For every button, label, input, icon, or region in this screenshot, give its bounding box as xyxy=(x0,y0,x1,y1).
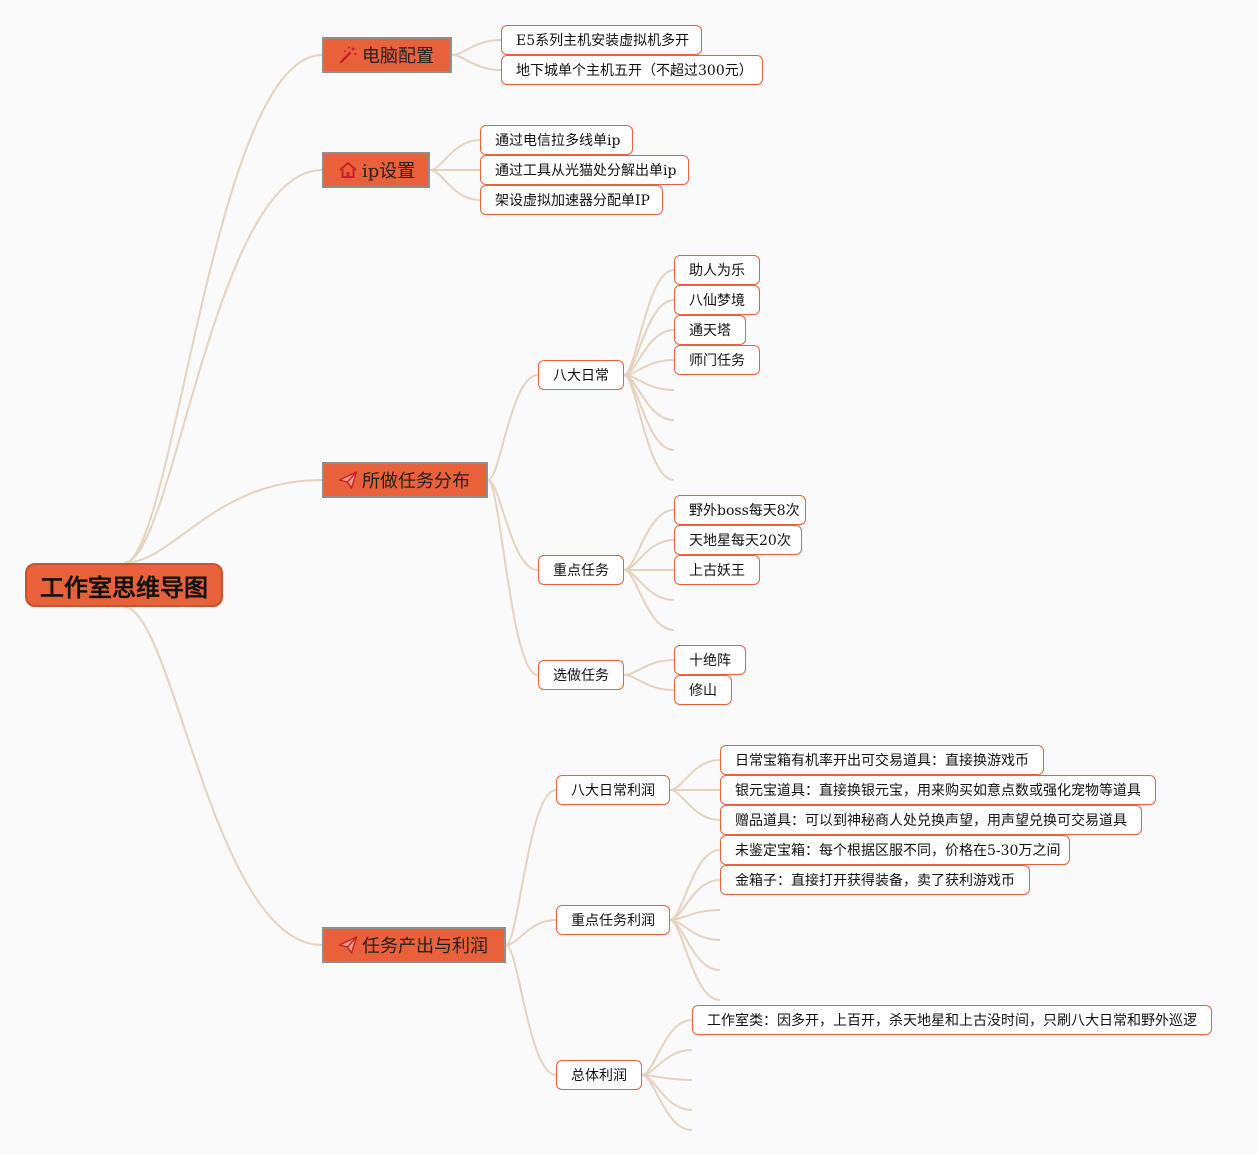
branch-connector xyxy=(451,39,502,56)
leaf-key-profit-1[interactable]: 未鉴定宝箱：每个根据区服不同，价格在5-30万之间 xyxy=(720,835,1070,865)
leaf-daily-1[interactable]: 助人为乐 xyxy=(674,255,760,285)
root-label: 工作室思维导图 xyxy=(40,573,208,602)
sub-key-profit[interactable]: 重点任务利润 xyxy=(556,905,670,935)
sub-key-tasks[interactable]: 重点任务 xyxy=(538,555,624,585)
leaf-text: 通过工具从光猫处分解出单ip xyxy=(495,163,677,179)
leaf-ip-2[interactable]: 通过工具从光猫处分解出单ip xyxy=(480,155,689,185)
sub-text: 重点任务利润 xyxy=(571,913,655,929)
leaf-text: 日常宝箱有机率开出可交易道具：直接换游戏币 xyxy=(735,753,1029,769)
branch-output-profit[interactable]: 任务产出与利润 xyxy=(322,927,506,963)
branch-connector xyxy=(429,169,481,201)
leaf-text: 通过电信拉多线单ip xyxy=(495,133,621,149)
house-icon xyxy=(339,162,357,178)
branch-tasks-label: 所做任务分布 xyxy=(362,471,470,492)
leaf-daily-3[interactable]: 通天塔 xyxy=(674,315,746,345)
sub-optional-tasks[interactable]: 选做任务 xyxy=(538,660,624,690)
leaf-text: 架设虚拟加速器分配单IP xyxy=(495,193,650,209)
leaf-daily-profit-2[interactable]: 银元宝道具：直接换银元宝，用来购买如意点数或强化宠物等道具 xyxy=(720,775,1156,805)
leaf-text: 八仙梦境 xyxy=(689,293,745,309)
leaf-computer-2[interactable]: 地下城单个主机五开（不超过300元） xyxy=(501,55,763,85)
branch-connector xyxy=(487,374,539,481)
leaf-text: 修山 xyxy=(689,683,717,699)
leaf-text: 十绝阵 xyxy=(689,653,731,669)
sub-text: 重点任务 xyxy=(553,563,609,579)
leaf-text: 上古妖王 xyxy=(689,563,745,579)
branch-connector xyxy=(487,479,539,676)
root-connector xyxy=(123,169,323,564)
leaf-daily-2[interactable]: 八仙梦境 xyxy=(674,285,760,315)
branch-computer-label: 电脑配置 xyxy=(362,46,434,67)
paper-plane-icon xyxy=(338,471,358,489)
leaf-key-3[interactable]: 上古妖王 xyxy=(674,555,760,585)
leaf-connector xyxy=(669,789,721,821)
leaf-text: 野外boss每天8次 xyxy=(689,503,800,519)
leaf-key-profit-2[interactable]: 金箱子：直接打开获得装备，卖了获利游戏币 xyxy=(720,865,1030,895)
leaf-text: 助人为乐 xyxy=(689,263,745,279)
sub-text: 选做任务 xyxy=(553,668,609,684)
leaf-daily-profit-3[interactable]: 赠品道具：可以到神秘商人处兑换声望，用声望兑换可交易道具 xyxy=(720,805,1142,835)
leaf-text: 金箱子：直接打开获得装备，卖了获利游戏币 xyxy=(735,873,1015,889)
leaf-connector xyxy=(669,919,721,1001)
leaf-text: 通天塔 xyxy=(689,323,731,339)
leaf-connector xyxy=(641,1074,693,1131)
sub-daily-eight[interactable]: 八大日常 xyxy=(538,360,624,390)
leaf-daily-profit-1[interactable]: 日常宝箱有机率开出可交易道具：直接换游戏币 xyxy=(720,745,1044,775)
branch-connector xyxy=(429,139,481,171)
branch-ip-label: ip设置 xyxy=(362,161,416,182)
branch-connector xyxy=(487,479,539,571)
branch-computer-config[interactable]: 电脑配置 xyxy=(322,37,452,73)
leaf-ip-3[interactable]: 架设虚拟加速器分配单IP xyxy=(480,185,663,215)
root-connector xyxy=(123,606,323,946)
root-connector xyxy=(123,479,323,564)
leaf-text: 地下城单个主机五开（不超过300元） xyxy=(516,63,753,79)
leaf-text: 工作室类：因多开，上百开，杀天地星和上古没时间，只刷八大日常和野外巡逻 xyxy=(707,1013,1197,1029)
leaf-connector xyxy=(669,759,721,791)
leaf-key-2[interactable]: 天地星每天20次 xyxy=(674,525,802,555)
sub-text: 总体利润 xyxy=(571,1068,627,1084)
sub-text: 八大日常 xyxy=(553,368,609,384)
leaf-overall-profit-1[interactable]: 工作室类：因多开，上百开，杀天地星和上古没时间，只刷八大日常和野外巡逻 xyxy=(692,1005,1212,1035)
branch-task-distribution[interactable]: 所做任务分布 xyxy=(322,462,488,498)
branch-connector xyxy=(505,789,557,946)
leaf-connector xyxy=(641,1019,693,1076)
leaf-text: 银元宝道具：直接换银元宝，用来购买如意点数或强化宠物等道具 xyxy=(735,783,1141,799)
leaf-connector xyxy=(623,539,675,571)
paper-plane-icon xyxy=(338,936,358,954)
leaf-ip-1[interactable]: 通过电信拉多线单ip xyxy=(480,125,633,155)
leaf-text: 未鉴定宝箱：每个根据区服不同，价格在5-30万之间 xyxy=(735,843,1061,859)
sub-overall-profit[interactable]: 总体利润 xyxy=(556,1060,642,1090)
leaf-text: 师门任务 xyxy=(689,353,745,369)
leaf-connector xyxy=(623,569,675,601)
leaf-connector xyxy=(623,374,675,481)
branch-connector xyxy=(505,944,557,1076)
branch-ip-settings[interactable]: ip设置 xyxy=(322,152,430,188)
branch-profit-label: 任务产出与利润 xyxy=(362,936,488,957)
branch-connector xyxy=(505,919,557,946)
leaf-connector xyxy=(641,1049,693,1076)
sub-daily-profit[interactable]: 八大日常利润 xyxy=(556,775,670,805)
leaf-connector xyxy=(623,674,675,691)
leaf-text: 赠品道具：可以到神秘商人处兑换声望，用声望兑换可交易道具 xyxy=(735,813,1127,829)
root-node[interactable]: 工作室思维导图 xyxy=(25,563,223,607)
leaf-optional-1[interactable]: 十绝阵 xyxy=(674,645,746,675)
branch-connector xyxy=(451,54,502,71)
root-connector xyxy=(123,54,323,564)
magic-wand-icon xyxy=(339,46,357,64)
leaf-key-1[interactable]: 野外boss每天8次 xyxy=(674,495,806,525)
leaf-optional-2[interactable]: 修山 xyxy=(674,675,732,705)
leaf-daily-4[interactable]: 师门任务 xyxy=(674,345,760,375)
leaf-text: E5系列主机安装虚拟机多开 xyxy=(516,33,690,49)
leaf-connector xyxy=(623,659,675,676)
sub-text: 八大日常利润 xyxy=(571,783,655,799)
leaf-computer-1[interactable]: E5系列主机安装虚拟机多开 xyxy=(501,25,702,55)
leaf-connector xyxy=(623,569,675,631)
leaf-text: 天地星每天20次 xyxy=(689,533,791,549)
